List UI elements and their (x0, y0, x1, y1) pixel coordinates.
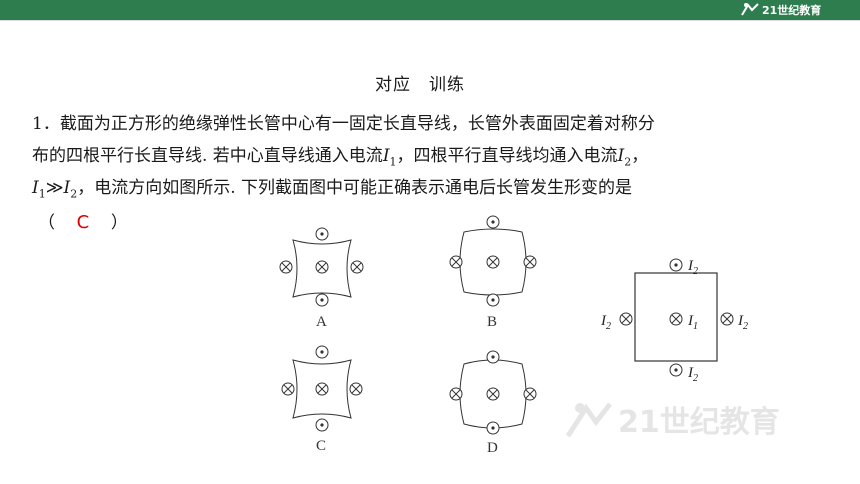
wire-in-icon (523, 255, 537, 269)
wire-in-icon (349, 382, 363, 396)
svg-text:21世纪教育: 21世纪教育 (618, 405, 780, 440)
option-label-d: D (487, 440, 498, 456)
question-line-3: I1≫I2，电流方向如图所示. 下列截面图中可能正确表示通电后长管发生形变的是 (32, 178, 633, 201)
wire-in-icon (669, 312, 683, 326)
option-label-a: A (316, 314, 327, 330)
answer-line: （ C ） (38, 212, 128, 233)
wire-in-icon (350, 260, 364, 274)
wire-in-icon (523, 387, 537, 401)
wire-in-icon (279, 260, 293, 274)
wire-out-icon (486, 350, 500, 364)
wire-in-icon (449, 387, 463, 401)
top-banner (0, 0, 860, 20)
label-left-current: I2 (600, 313, 611, 332)
option-b-figure: B (449, 215, 537, 330)
svg-text:21世纪教育: 21世纪教育 (762, 3, 821, 17)
label-right-current: I2 (737, 313, 748, 332)
site-logo: 21世纪教育 (741, 3, 821, 17)
watermark-logo: 21世纪教育 (565, 402, 780, 440)
wire-out-icon (486, 421, 500, 435)
answer-mark: C (76, 212, 90, 233)
wire-out-icon (315, 227, 329, 241)
wire-out-icon (315, 345, 329, 359)
label-bottom-current: I2 (687, 365, 698, 384)
option-d-figure: D (449, 350, 537, 456)
question-line-2: 布的四根平行长直导线. 若中心直导线通入电流I1，四根平行直导线均通入电流I2， (32, 146, 649, 169)
header-divider (0, 20, 860, 21)
wire-in-icon (619, 312, 633, 326)
option-label-c: C (316, 438, 326, 454)
wire-in-icon (720, 312, 734, 326)
wire-in-icon (281, 382, 295, 396)
wire-out-icon (669, 363, 683, 377)
option-a-figure: A (279, 227, 364, 330)
wire-out-icon (486, 293, 500, 307)
wire-in-icon (486, 255, 500, 269)
label-center-current: I1 (687, 313, 698, 332)
given-figure: I2 I2 I2 I2 I1 (600, 258, 748, 384)
option-label-b: B (487, 314, 497, 330)
wire-in-icon (315, 382, 329, 396)
wire-out-icon (315, 418, 329, 432)
option-c-figure: C (281, 345, 363, 454)
section-heading: 对应 训练 (375, 75, 465, 95)
wire-out-icon (669, 258, 683, 272)
wire-in-icon (315, 260, 329, 274)
wire-in-icon (449, 255, 463, 269)
label-top-current: I2 (687, 258, 698, 277)
wire-out-icon (486, 215, 500, 229)
question-line-1: 1．截面为正方形的绝缘弹性长管中心有一固定长直导线，长管外表面固定着对称分 (32, 114, 655, 134)
wire-out-icon (315, 293, 329, 307)
wire-in-icon (486, 387, 500, 401)
